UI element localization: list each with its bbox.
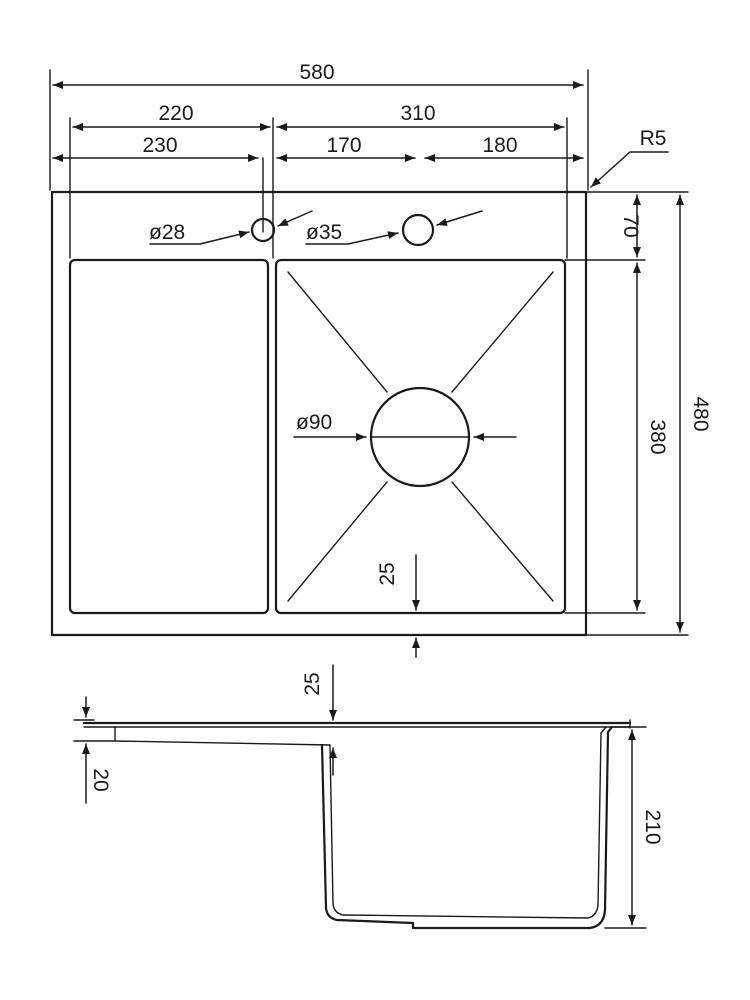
label-front-rim: 25 — [376, 562, 399, 585]
leader-lines — [149, 151, 669, 441]
label-overall-width: 580 — [299, 61, 334, 84]
extension-lines — [49, 69, 589, 259]
sink-outline — [50, 190, 588, 637]
leader-second-hole-right — [436, 210, 483, 226]
label-drain-diameter: ø90 — [296, 411, 332, 434]
label-deck-thickness: 20 — [89, 768, 112, 791]
side-view-labels: 25 20 210 — [89, 672, 664, 844]
drainboard-underside — [114, 740, 331, 746]
label-second-hole-to-right: 180 — [482, 134, 517, 157]
slope-line-tl — [287, 271, 388, 393]
drainboard-recess — [68, 258, 270, 615]
label-overall-depth: 480 — [689, 396, 712, 431]
label-back-ledge-depth: 70 — [619, 214, 642, 237]
label-corner-radius: R5 — [640, 127, 667, 150]
label-second-hole-diameter: ø35 — [306, 221, 342, 244]
top-view — [50, 157, 689, 637]
side-view — [82, 719, 632, 930]
leader-second-hole-left — [305, 231, 399, 245]
label-left-to-divider: 220 — [158, 102, 193, 125]
leader-tap-hole-left — [149, 230, 250, 245]
leader-tap-hole-right — [277, 210, 313, 227]
label-bowl-depth: 210 — [641, 809, 664, 844]
label-bowl-rim-offset: 25 — [301, 672, 324, 695]
label-tap-to-second-hole: 170 — [326, 134, 361, 157]
slope-line-br — [451, 481, 554, 602]
label-divider-to-right: 310 — [400, 102, 435, 125]
bowl-outline — [274, 258, 567, 615]
top-view-labels: 580 220 310 230 170 180 R5 ø28 ø35 ø90 7… — [142, 61, 712, 586]
side-view-extensions — [73, 719, 647, 929]
slope-line-bl — [287, 481, 388, 602]
label-tap-hole-diameter: ø28 — [149, 221, 185, 244]
label-bowl-length: 380 — [646, 419, 669, 454]
horizontal-dimensions — [52, 81, 584, 162]
bowl-wall-inner — [329, 726, 607, 919]
leader-r5 — [590, 151, 669, 188]
vertical-dimensions — [412, 194, 684, 658]
second-hole — [401, 213, 435, 247]
slope-line-tr — [451, 271, 554, 393]
side-view-dimensions — [82, 664, 636, 926]
bowl-wall-outer — [320, 725, 614, 930]
label-left-to-tap-hole: 230 — [142, 134, 177, 157]
